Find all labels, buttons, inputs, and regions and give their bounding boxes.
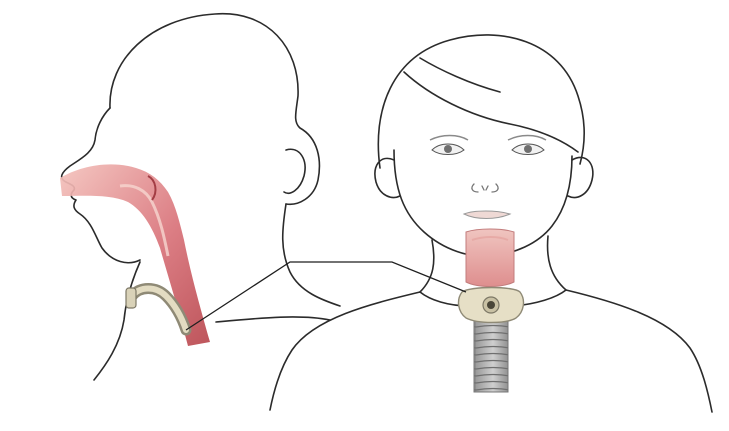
profile-neck-front — [94, 262, 140, 380]
front-shoulder-right — [566, 290, 712, 412]
eye-left — [430, 136, 468, 155]
front-neck-right — [548, 236, 566, 290]
front-trachea — [474, 312, 508, 392]
profile-ear — [284, 149, 305, 193]
front-hair-part — [420, 58, 500, 92]
profile-tube-flange — [126, 288, 136, 308]
front-tube-lumen — [487, 301, 495, 309]
profile-shoulder — [216, 317, 330, 322]
front-neck-left — [420, 240, 434, 292]
mouth — [464, 211, 510, 219]
front-face-features — [430, 136, 546, 219]
front-shoulder-left — [270, 292, 420, 410]
front-trach-tube — [459, 288, 524, 323]
eye-right — [508, 136, 546, 155]
front-hair-outline — [378, 35, 584, 168]
profile-neck-back — [283, 204, 340, 306]
nose — [472, 184, 498, 192]
